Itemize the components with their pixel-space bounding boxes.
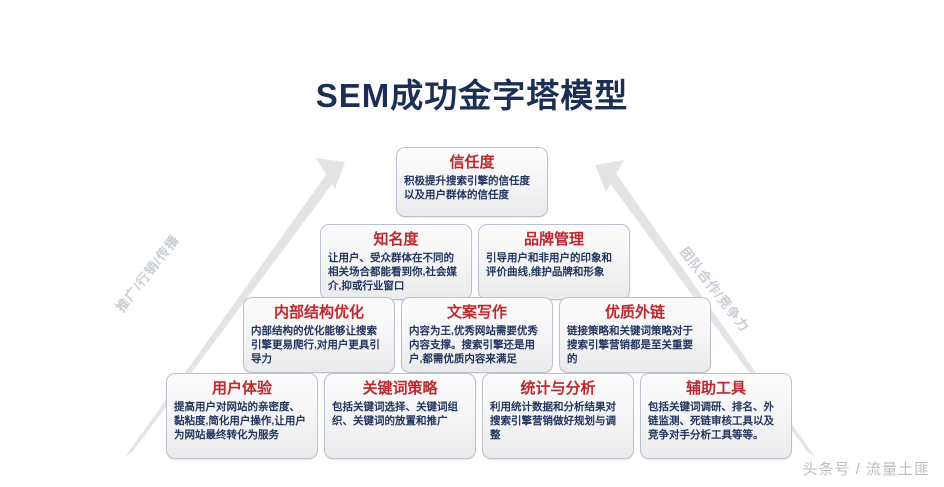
box-body: 积极提升搜索引擎的信任度以及用户群体的信任度 bbox=[404, 175, 530, 201]
pyramid-box-user-experience[interactable]: 用户体验 提高用户对网站的亲密度、黏粘度,简化用户操作,让用户为网站最终转化为服… bbox=[166, 373, 318, 459]
box-body: 内容为王,优秀网站需要优秀内容支撑。搜索引擎还是用户,都需优质内容来满足 bbox=[409, 325, 538, 365]
pyramid-box-keyword-strategy[interactable]: 关键词策略 包括关键词选择、关键词组织、关键词的放置和推广 bbox=[324, 373, 476, 459]
pyramid-box-awareness[interactable]: 知名度 让用户、受众群体在不同的相关场合都能看到你,社会媒介,抑或行业窗口 bbox=[320, 224, 472, 300]
box-body: 利用统计数据和分析结果对搜索引擎营销做好规划与调整 bbox=[490, 401, 616, 441]
pyramid-level-1: 信任度 积极提升搜索引擎的信任度以及用户群体的信任度 bbox=[396, 147, 548, 217]
box-title: 关键词策略 bbox=[362, 380, 438, 397]
pyramid-level-3: 内部结构优化 内部结构的优化能够让搜索引擎更易爬行,对用户更具引导力 文案写作 … bbox=[243, 297, 711, 373]
box-title: 知名度 bbox=[373, 231, 419, 248]
side-label-left: 推广/行销/传播 bbox=[112, 232, 183, 315]
pyramid-box-statistics-analysis[interactable]: 统计与分析 利用统计数据和分析结果对搜索引擎营销做好规划与调整 bbox=[482, 373, 634, 459]
box-body: 链接策略和关键词策略对于搜索引擎营销都是至关重要的 bbox=[567, 325, 693, 365]
box-title: 用户体验 bbox=[211, 380, 272, 397]
box-body: 引导用户和非用户的印象和评价曲线,维护品牌和形象 bbox=[486, 252, 612, 278]
pyramid-box-quality-backlinks[interactable]: 优质外链 链接策略和关键词策略对于搜索引擎营销都是至关重要的 bbox=[559, 297, 711, 373]
box-title: 辅助工具 bbox=[685, 380, 746, 397]
pyramid-box-trust[interactable]: 信任度 积极提升搜索引擎的信任度以及用户群体的信任度 bbox=[396, 147, 548, 217]
pyramid-box-internal-structure[interactable]: 内部结构优化 内部结构的优化能够让搜索引擎更易爬行,对用户更具引导力 bbox=[243, 297, 395, 373]
box-title: 内部结构优化 bbox=[273, 304, 364, 321]
pyramid-box-brand-management[interactable]: 品牌管理 引导用户和非用户的印象和评价曲线,维护品牌和形象 bbox=[478, 224, 630, 300]
watermark: 头条号 / 流量土匪 bbox=[802, 461, 930, 478]
box-body: 内部结构的优化能够让搜索引擎更易爬行,对用户更具引导力 bbox=[251, 325, 380, 365]
box-body: 提高用户对网站的亲密度、黏粘度,简化用户操作,让用户为网站最终转化为服务 bbox=[174, 401, 306, 441]
pyramid-box-support-tools[interactable]: 辅助工具 包括关键词调研、排名、外链监测、死链审核工具以及竞争对手分析工具等等。 bbox=[640, 373, 792, 459]
box-title: 统计与分析 bbox=[520, 380, 596, 397]
box-body: 包括关键词选择、关键词组织、关键词的放置和推广 bbox=[332, 401, 458, 427]
box-body: 让用户、受众群体在不同的相关场合都能看到你,社会媒介,抑或行业窗口 bbox=[328, 252, 457, 292]
box-body: 包括关键词调研、排名、外链监测、死链审核工具以及竞争对手分析工具等等。 bbox=[648, 401, 774, 441]
pyramid-level-4: 用户体验 提高用户对网站的亲密度、黏粘度,简化用户操作,让用户为网站最终转化为服… bbox=[166, 373, 792, 459]
box-title: 优质外链 bbox=[604, 304, 665, 321]
page-title: SEM成功金字塔模型 bbox=[315, 77, 629, 114]
box-title: 信任度 bbox=[449, 154, 495, 171]
box-title: 文案写作 bbox=[446, 304, 507, 321]
pyramid-level-2: 知名度 让用户、受众群体在不同的相关场合都能看到你,社会媒介,抑或行业窗口 品牌… bbox=[320, 224, 630, 300]
box-title: 品牌管理 bbox=[523, 231, 584, 248]
pyramid-box-copywriting[interactable]: 文案写作 内容为王,优秀网站需要优秀内容支撑。搜索引擎还是用户,都需优质内容来满… bbox=[401, 297, 553, 373]
